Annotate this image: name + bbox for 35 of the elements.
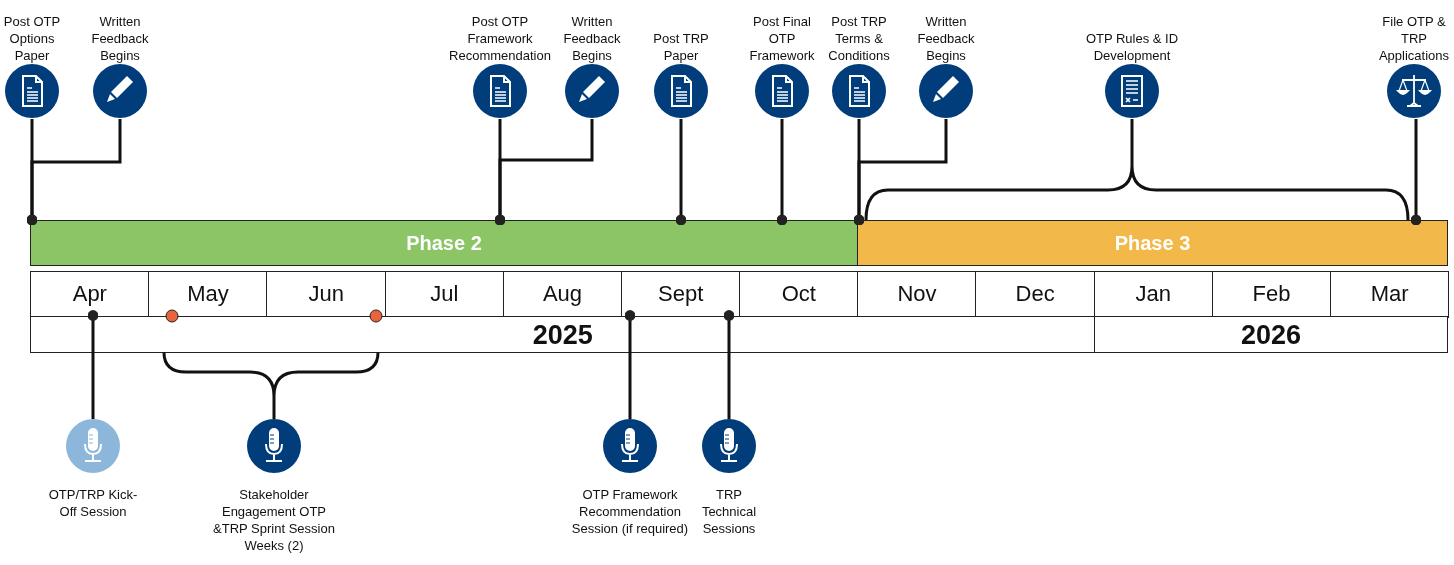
milestone-label: OTP Framework Recommendation Session (if required) — [570, 486, 690, 537]
milestone-label: Post TRP Terms & Conditions — [827, 13, 891, 64]
milestone-label: Post Final OTP Framework — [748, 13, 816, 64]
connector-line — [26, 119, 122, 226]
milestone-label: Written Feedback Begins — [562, 13, 622, 64]
connector-line — [87, 310, 99, 419]
milestone-label: Written Feedback Begins — [90, 13, 150, 64]
connector-line — [675, 119, 687, 226]
year-cell: 2025 — [30, 315, 1096, 353]
month-cell: May — [148, 271, 268, 318]
milestone-label: OTP/TRP Kick-Off Session — [48, 486, 138, 520]
connector-line — [723, 310, 735, 419]
curly-brace-connector — [864, 117, 1410, 222]
month-cell: Nov — [857, 271, 977, 318]
milestone-label: File OTP & TRP Applications — [1377, 13, 1451, 64]
milestone-label: Written Feedback Begins — [916, 13, 976, 64]
month-cell: Mar — [1329, 271, 1450, 318]
phase-bar: Phase 2 — [30, 220, 858, 266]
connector-line — [494, 119, 594, 226]
connector-line — [853, 119, 948, 226]
month-cell: Apr — [30, 271, 150, 318]
milestone-label: Post OTP Framework Recommendation — [448, 13, 552, 64]
milestone-label: Post OTP Options Paper — [2, 13, 62, 64]
milestone-label: Post TRP Paper — [652, 30, 710, 64]
milestone-label: OTP Rules & ID Development — [1084, 30, 1180, 64]
milestone-label: TRP Technical Sessions — [700, 486, 758, 537]
year-cell: 2026 — [1094, 315, 1448, 353]
curly-brace-connector — [162, 351, 380, 421]
month-cell: Dec — [975, 271, 1095, 318]
milestone-label: Stakeholder Engagement OTP &TRP Sprint Session Weeks (2) — [212, 486, 336, 554]
phase-bar: Phase 3 — [857, 220, 1448, 266]
connector-line — [624, 310, 636, 419]
connector-line — [1410, 119, 1422, 226]
connector-line — [776, 119, 788, 226]
month-cell: Jun — [266, 271, 386, 318]
